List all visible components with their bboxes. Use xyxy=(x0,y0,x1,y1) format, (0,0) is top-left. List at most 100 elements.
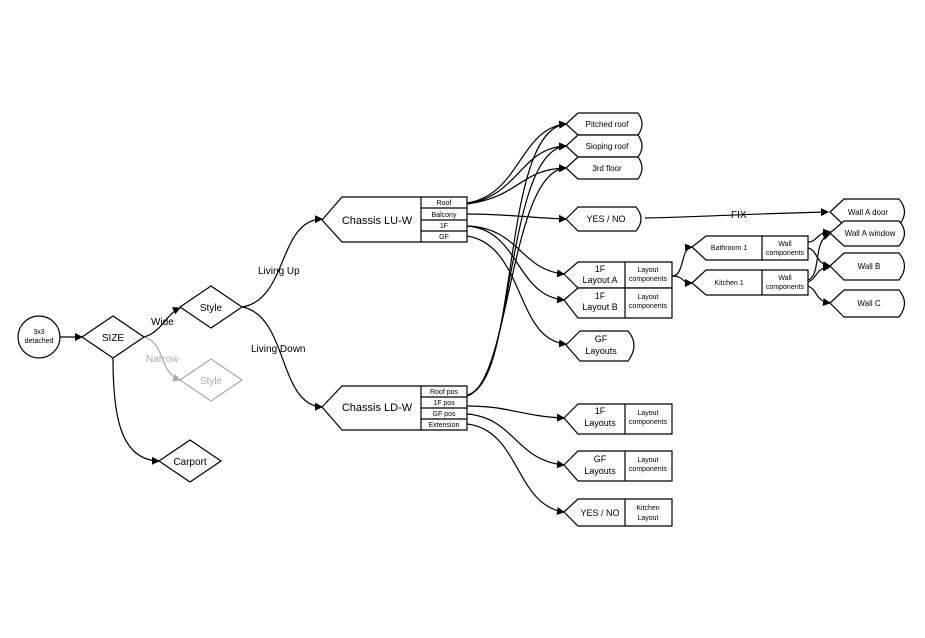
node-down-gf-layouts[interactable]: GF Layouts Layout components xyxy=(563,450,673,482)
edge-label-living-up: Living Up xyxy=(258,266,300,277)
edge-gf-layouts xyxy=(466,235,567,348)
gf-layouts-up-line2: Layouts xyxy=(585,346,617,356)
carport-label: Carport xyxy=(173,457,207,468)
edge-size-carport xyxy=(112,357,160,465)
node-bathroom[interactable]: Bathroom 1 Wall components xyxy=(691,235,809,261)
layout-a-comp1: Layout xyxy=(637,267,658,274)
edge-label-fix: FIX xyxy=(731,210,747,221)
chassis-up-port-balcony: Balcony xyxy=(432,212,457,219)
node-pitched-roof[interactable]: Pitched roof xyxy=(565,112,643,136)
bathroom-comp1: Wall xyxy=(778,241,792,248)
node-style[interactable]: Style xyxy=(178,285,244,329)
edge-size-style xyxy=(143,307,181,338)
edge-style-chassis-down xyxy=(241,306,323,411)
down-gf-comp1: Layout xyxy=(637,457,658,464)
kitchen-comp2: components xyxy=(766,284,805,291)
chassis-down-port-gf-pos: GF pos xyxy=(433,411,456,418)
node-chassis-down[interactable]: Chassis LD-W Roof pos 1F pos GF pos Exte… xyxy=(321,385,468,431)
down-1f-comp2: components xyxy=(629,419,668,426)
edge-1f-layout-b xyxy=(466,225,565,304)
down-1f-line2: Layouts xyxy=(584,418,616,428)
bathroom-comp2: components xyxy=(766,250,805,257)
extension-comp2: Layout xyxy=(637,515,658,522)
chassis-up-label: Chassis LU-W xyxy=(342,215,413,227)
edge-gfpos-layouts xyxy=(466,413,565,469)
edge-kit-wall-c xyxy=(807,285,831,307)
edge-1f-layout-a xyxy=(466,225,565,278)
edge-kit-wall-a-window xyxy=(807,232,831,281)
connectors xyxy=(60,120,831,515)
start-label-line1: 3x3 xyxy=(33,329,44,336)
node-layout-b[interactable]: 1F Layout B Layout components xyxy=(563,287,673,319)
edge-roof-sloping xyxy=(466,142,567,205)
edge-layout-bathroom xyxy=(671,243,693,277)
edge-extension-yesno xyxy=(466,423,565,515)
chassis-down-label: Chassis LD-W xyxy=(342,402,413,414)
wall-c-label: Wall C xyxy=(857,299,880,308)
edge-roofpos-sloping xyxy=(466,142,567,396)
node-size[interactable]: SIZE xyxy=(80,315,146,359)
kitchen-comp1: Wall xyxy=(778,275,792,282)
down-gf-line2: Layouts xyxy=(584,466,616,476)
size-label: SIZE xyxy=(102,333,125,344)
wall-a-door-label: Wall A door xyxy=(848,208,889,217)
node-start[interactable]: 3x3 detached xyxy=(17,315,61,359)
3rd-floor-label: 3rd floor xyxy=(592,164,622,173)
edge-fix xyxy=(644,208,829,219)
down-1f-comp1: Layout xyxy=(637,410,658,417)
edge-balcony-yesno xyxy=(466,213,567,223)
wall-b-label: Wall B xyxy=(858,262,881,271)
style-inactive-label: Style xyxy=(200,376,223,387)
extension-choice-label: YES / NO xyxy=(580,508,619,518)
edge-layout-kitchen xyxy=(671,275,693,287)
node-3rd-floor[interactable]: 3rd floor xyxy=(565,156,643,180)
bathroom-label: Bathroom 1 xyxy=(711,245,747,252)
gf-layouts-up-line1: GF xyxy=(595,334,608,344)
chassis-down-port-extension: Extension xyxy=(429,422,460,429)
edge-1fpos-layouts xyxy=(466,405,565,422)
edge-style-chassis-up xyxy=(241,215,323,308)
node-extension-choice[interactable]: YES / NO Kitchen Layout xyxy=(563,498,673,527)
edge-label-wide: Wide xyxy=(151,317,174,328)
layout-b-comp2: components xyxy=(629,303,668,310)
edge-roof-pitched xyxy=(466,120,567,204)
wall-a-window-label: Wall A window xyxy=(845,229,896,238)
layout-b-line1: 1F xyxy=(595,291,606,301)
chassis-up-port-1f: 1F xyxy=(440,223,448,230)
chassis-down-port-roof-pos: Roof pos xyxy=(430,389,459,396)
node-kitchen[interactable]: Kitchen 1 Wall components xyxy=(691,269,809,296)
layout-a-line2: Layout A xyxy=(582,275,617,285)
node-down-1f-layouts[interactable]: 1F Layouts Layout components xyxy=(563,403,673,435)
edge-label-living-down: Living Down xyxy=(251,344,305,355)
layout-a-line1: 1F xyxy=(595,264,606,274)
start-label-line2: detached xyxy=(25,338,54,345)
edge-roof-3rd xyxy=(466,164,567,205)
node-wall-b[interactable]: Wall B xyxy=(829,252,906,281)
edge-kit-wall-b xyxy=(807,263,831,283)
node-sloping-roof[interactable]: Sloping roof xyxy=(565,134,643,158)
layout-a-comp2: components xyxy=(629,276,668,283)
sloping-roof-label: Sloping roof xyxy=(586,142,629,151)
node-style-inactive: Style xyxy=(178,358,244,402)
extension-comp1: Kitchen xyxy=(636,505,659,512)
edge-label-narrow: Narrow xyxy=(146,354,179,365)
layout-b-line2: Layout B xyxy=(582,302,618,312)
chassis-up-port-roof: Roof xyxy=(437,200,452,207)
down-gf-line1: GF xyxy=(594,454,607,464)
chassis-up-port-gf: GF xyxy=(439,234,449,241)
edge-size-style-inactive xyxy=(143,336,181,382)
edge-roofpos-3rd xyxy=(466,164,567,397)
node-balcony-choice[interactable]: YES / NO xyxy=(565,206,642,232)
node-layout-a[interactable]: 1F Layout A Layout components xyxy=(563,261,673,289)
chassis-down-port-1f-pos: 1F pos xyxy=(433,400,455,407)
kitchen-label: Kitchen 1 xyxy=(714,280,743,287)
node-chassis-up[interactable]: Chassis LU-W Roof Balcony 1F GF xyxy=(321,196,468,243)
node-gf-layouts-up[interactable]: GF Layouts xyxy=(565,330,635,362)
node-wall-c[interactable]: Wall C xyxy=(829,289,906,318)
node-carport[interactable]: Carport xyxy=(157,439,223,483)
node-wall-a-window[interactable]: Wall A window xyxy=(829,220,906,247)
layout-b-comp1: Layout xyxy=(637,294,658,301)
balcony-choice-label: YES / NO xyxy=(586,214,625,224)
pitched-roof-label: Pitched roof xyxy=(586,120,629,129)
